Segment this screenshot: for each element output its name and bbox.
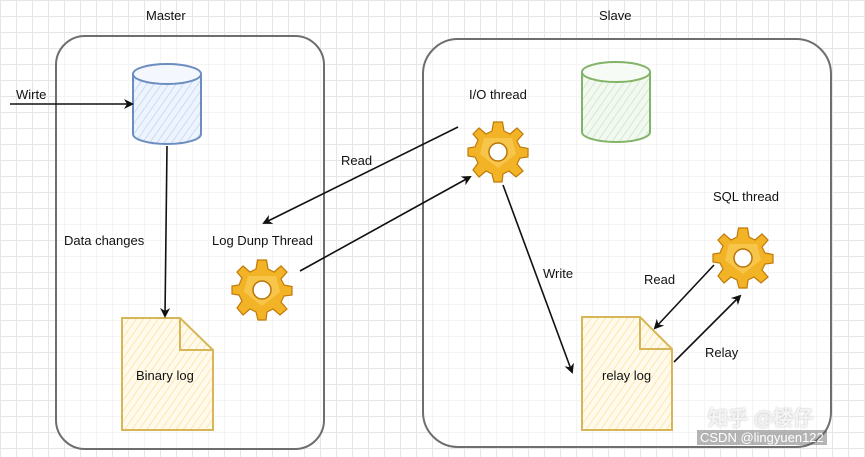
zhihu-watermark: 知乎 @楼仔	[708, 408, 814, 430]
data-changes-arrow	[160, 145, 171, 318]
sql-relay-arrow	[673, 294, 742, 363]
master-database-icon	[132, 63, 202, 145]
master-title: Master	[146, 8, 186, 23]
read-link-label: Read	[341, 153, 373, 168]
relay-log-label: relay log	[602, 368, 652, 383]
slave-title: Slave	[599, 8, 632, 23]
sql-thread-gear-icon	[712, 227, 774, 289]
binary-log-document-icon	[121, 317, 214, 431]
read-request-arrow	[262, 126, 459, 224]
sql-read-arrow	[653, 264, 715, 330]
data-changes-label: Data changes	[64, 233, 145, 248]
sql-thread-label: SQL thread	[713, 189, 780, 204]
log-dump-thread-gear-icon	[231, 259, 293, 321]
log-dump-thread-label: Log Dunp Thread	[212, 233, 313, 248]
io-thread-gear-icon	[467, 121, 529, 183]
sql-read-label: Read	[644, 272, 676, 287]
slave-database-icon	[581, 61, 651, 143]
io-thread-label: I/O thread	[469, 87, 527, 102]
write-label: Wirte	[16, 87, 47, 102]
binary-log-label: Binary log	[136, 368, 194, 383]
relay-label: Relay	[705, 345, 739, 360]
binlog-transfer-arrow	[299, 176, 472, 272]
relay-log-document-icon	[581, 316, 673, 431]
csdn-watermark: CSDN @lingyuen122	[697, 430, 827, 445]
io-write-label: Write	[543, 266, 574, 281]
io-write-arrow	[502, 184, 574, 374]
